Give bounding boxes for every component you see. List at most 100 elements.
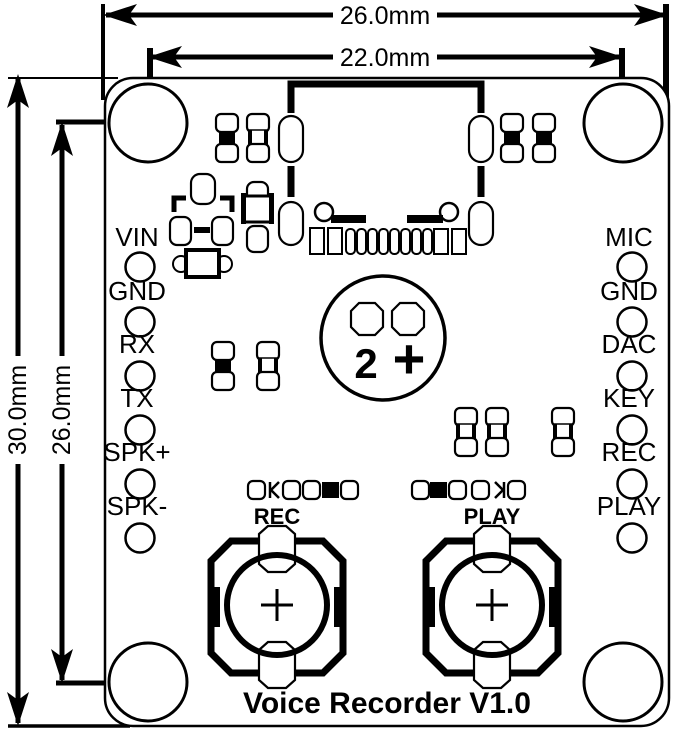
arrowhead-right <box>589 46 623 68</box>
usb-pin-pad <box>367 228 378 255</box>
pad <box>447 479 468 501</box>
usb-pin-pad <box>309 227 325 255</box>
terminal-bar <box>487 424 491 440</box>
pin-hole <box>616 414 648 446</box>
battery-cell-label: 2 <box>354 340 377 387</box>
smd-2pad-component <box>531 112 557 164</box>
usb-pin-pad <box>327 227 343 255</box>
silkscreen-bracket <box>220 195 235 212</box>
pin-hole <box>124 414 156 446</box>
play-button-label: PLAY <box>464 504 521 529</box>
terminal-bar <box>456 424 460 440</box>
component-body <box>215 359 231 373</box>
smd-2pad-component <box>453 406 479 458</box>
pin-label-play: PLAY <box>597 491 662 521</box>
silkscreen-bracket <box>171 195 186 212</box>
pin-label-key: KEY <box>603 383 655 413</box>
smd-2pad-component-horizontal <box>410 479 468 501</box>
terminal-bar <box>553 424 557 440</box>
component-body <box>504 131 520 145</box>
component-body <box>219 131 235 145</box>
button-pad <box>472 524 512 574</box>
battery-polarity-label: + <box>393 327 426 390</box>
board <box>103 76 671 728</box>
terminal-bar <box>241 193 246 224</box>
smd-2pad-component-horizontal <box>301 479 360 501</box>
usb-pin-pad <box>411 228 422 255</box>
battery-holder: 2 + <box>319 274 447 402</box>
pin-hole <box>124 522 156 554</box>
smd-2pad-component <box>484 406 510 458</box>
pad <box>281 479 302 501</box>
dim-width-outer-label: 26.0mm <box>340 2 430 30</box>
battery-pad <box>349 301 385 337</box>
board-title: Voice Recorder V1.0 <box>243 687 531 720</box>
pin-label-vin: VIN <box>115 222 158 252</box>
play-button: PLAY <box>422 504 562 690</box>
smd-2pad-component <box>550 406 576 458</box>
button-cap <box>439 552 545 658</box>
button-side-terminal <box>426 587 435 627</box>
diode-footprint-horizontal <box>246 479 302 501</box>
rec-button-label: REC <box>254 504 301 529</box>
cathode-mark <box>269 481 280 499</box>
component-body <box>322 482 339 498</box>
sot23-footprint <box>168 172 235 247</box>
dimensions: 26.0mm 22.0mm 30.0mm <box>4 2 669 728</box>
pad <box>214 142 240 164</box>
cathode-mark <box>494 481 505 499</box>
pad <box>499 142 525 164</box>
component-body <box>430 482 447 498</box>
terminal-bar <box>503 424 507 440</box>
pin-label-gnd: GND <box>600 276 658 306</box>
terminal-bar <box>569 424 573 440</box>
pin-hole <box>616 251 648 283</box>
board-outline <box>103 76 671 728</box>
label-halo <box>5 356 33 464</box>
pad <box>339 479 360 501</box>
pad <box>506 479 527 501</box>
pin-header-left: VIN GND RX TX SPK+ SPK- <box>103 222 171 554</box>
arrowhead-bottom <box>7 692 29 726</box>
pad <box>210 340 236 362</box>
usb-alignment-hole <box>313 201 335 223</box>
pin-label-spk-minus: SPK- <box>107 491 168 521</box>
mounting-hole <box>107 641 189 723</box>
pin-hole <box>616 360 648 392</box>
mounting-hole <box>582 82 664 164</box>
usb-pin-row <box>309 227 467 255</box>
usb-pin-pad <box>433 228 449 255</box>
pad <box>550 436 576 458</box>
pad <box>245 224 270 254</box>
dim-height-outer-label: 30.0mm <box>4 365 32 455</box>
button-pad <box>257 640 297 690</box>
pin-label-dac: DAC <box>602 329 657 359</box>
mounting-hole <box>582 641 664 723</box>
arrowhead-bottom <box>51 649 73 683</box>
switch-footprint <box>241 180 274 254</box>
pad <box>214 112 240 134</box>
component-body <box>536 131 552 145</box>
pin-hole <box>124 360 156 392</box>
diode-footprint <box>172 248 233 279</box>
button-side-terminal <box>334 587 343 627</box>
pin-label-rec: REC <box>602 437 657 467</box>
pad <box>246 479 267 501</box>
pin-hole <box>124 251 156 283</box>
usb-shield-pad <box>467 200 495 247</box>
battery-pad <box>390 301 426 337</box>
pad <box>484 436 510 458</box>
terminal-bar <box>258 358 262 374</box>
usb-shield-pad <box>277 200 305 247</box>
usb-pin-pad <box>345 228 356 255</box>
usb-pin-pad <box>422 228 433 255</box>
terminal-bar <box>274 358 278 374</box>
smd-2pad-component <box>255 340 281 392</box>
pad <box>453 436 479 458</box>
smd-2pad-component <box>245 112 271 164</box>
pad <box>410 479 431 501</box>
usb-pin-pad <box>451 228 467 255</box>
pad <box>245 142 271 164</box>
pad <box>210 215 235 247</box>
